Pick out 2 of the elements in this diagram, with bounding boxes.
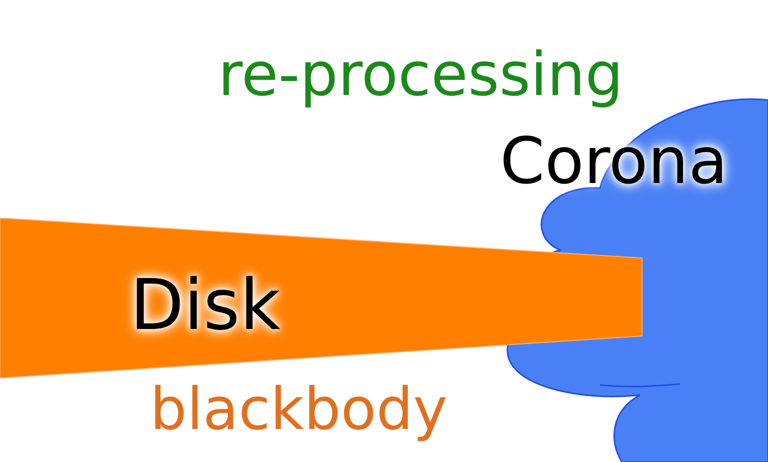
node-label: Disk: [130, 270, 280, 340]
annotation-text: re-processing: [218, 45, 624, 105]
